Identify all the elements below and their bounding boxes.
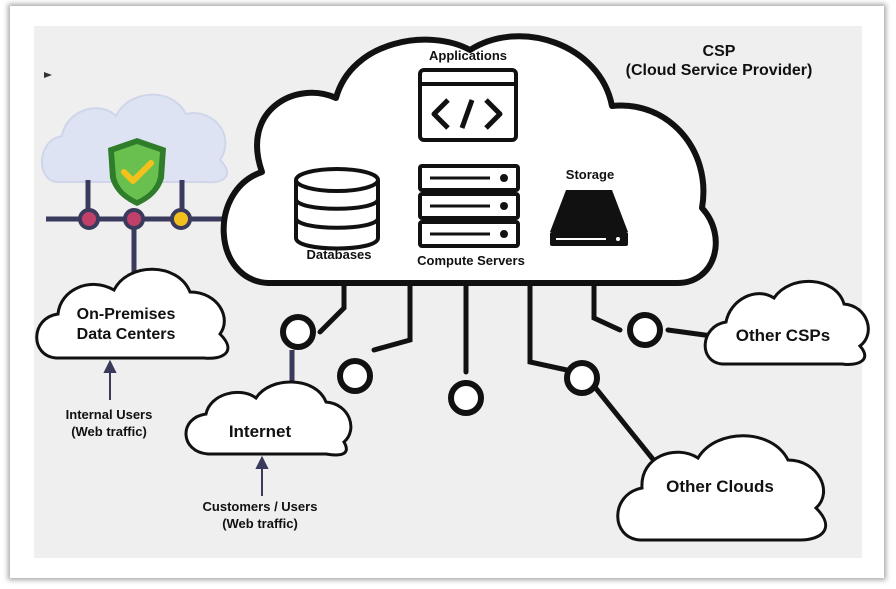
compute-servers-label: Compute Servers xyxy=(417,253,525,268)
internet-label: Internet xyxy=(228,422,292,441)
on-premises-cloud xyxy=(35,267,230,360)
customers-arrow xyxy=(255,455,269,496)
security-node-right xyxy=(170,208,192,230)
on-premises-label-line1: On-Premises xyxy=(76,306,176,323)
csp-subtitle: (Cloud Service Provider) xyxy=(625,62,813,79)
csp-title: CSP xyxy=(702,43,736,60)
other-clouds-cloud xyxy=(616,434,828,542)
other-csps-label: Other CSPs xyxy=(735,326,831,345)
internal-users-arrow xyxy=(103,359,117,400)
on-premises-label-line2: Data Centers xyxy=(76,326,176,343)
security-node-middle xyxy=(123,208,145,230)
shield-check-icon xyxy=(108,138,166,206)
code-window-icon xyxy=(418,68,518,142)
storage-label: Storage xyxy=(565,167,615,182)
server-rack-icon xyxy=(418,164,520,248)
internal-users-label-line2: (Web traffic) xyxy=(71,424,147,439)
other-csps-cloud xyxy=(703,279,870,366)
csp-connector-nodes xyxy=(280,312,663,416)
databases-label: Databases xyxy=(306,247,372,262)
cursor-mark xyxy=(44,72,52,78)
internet-cloud xyxy=(184,380,353,457)
applications-label: Applications xyxy=(428,48,507,63)
database-icon xyxy=(294,167,380,251)
csp-connectors xyxy=(317,283,715,471)
security-cloud xyxy=(41,93,228,184)
internal-users-label-line1: Internal Users xyxy=(65,407,153,422)
storage-drive-icon xyxy=(550,190,628,246)
customers-label-line1: Customers / Users xyxy=(202,499,318,514)
customers-label-line2: (Web traffic) xyxy=(222,516,298,531)
other-clouds-label: Other Clouds xyxy=(666,477,774,496)
security-node-left xyxy=(78,208,100,230)
